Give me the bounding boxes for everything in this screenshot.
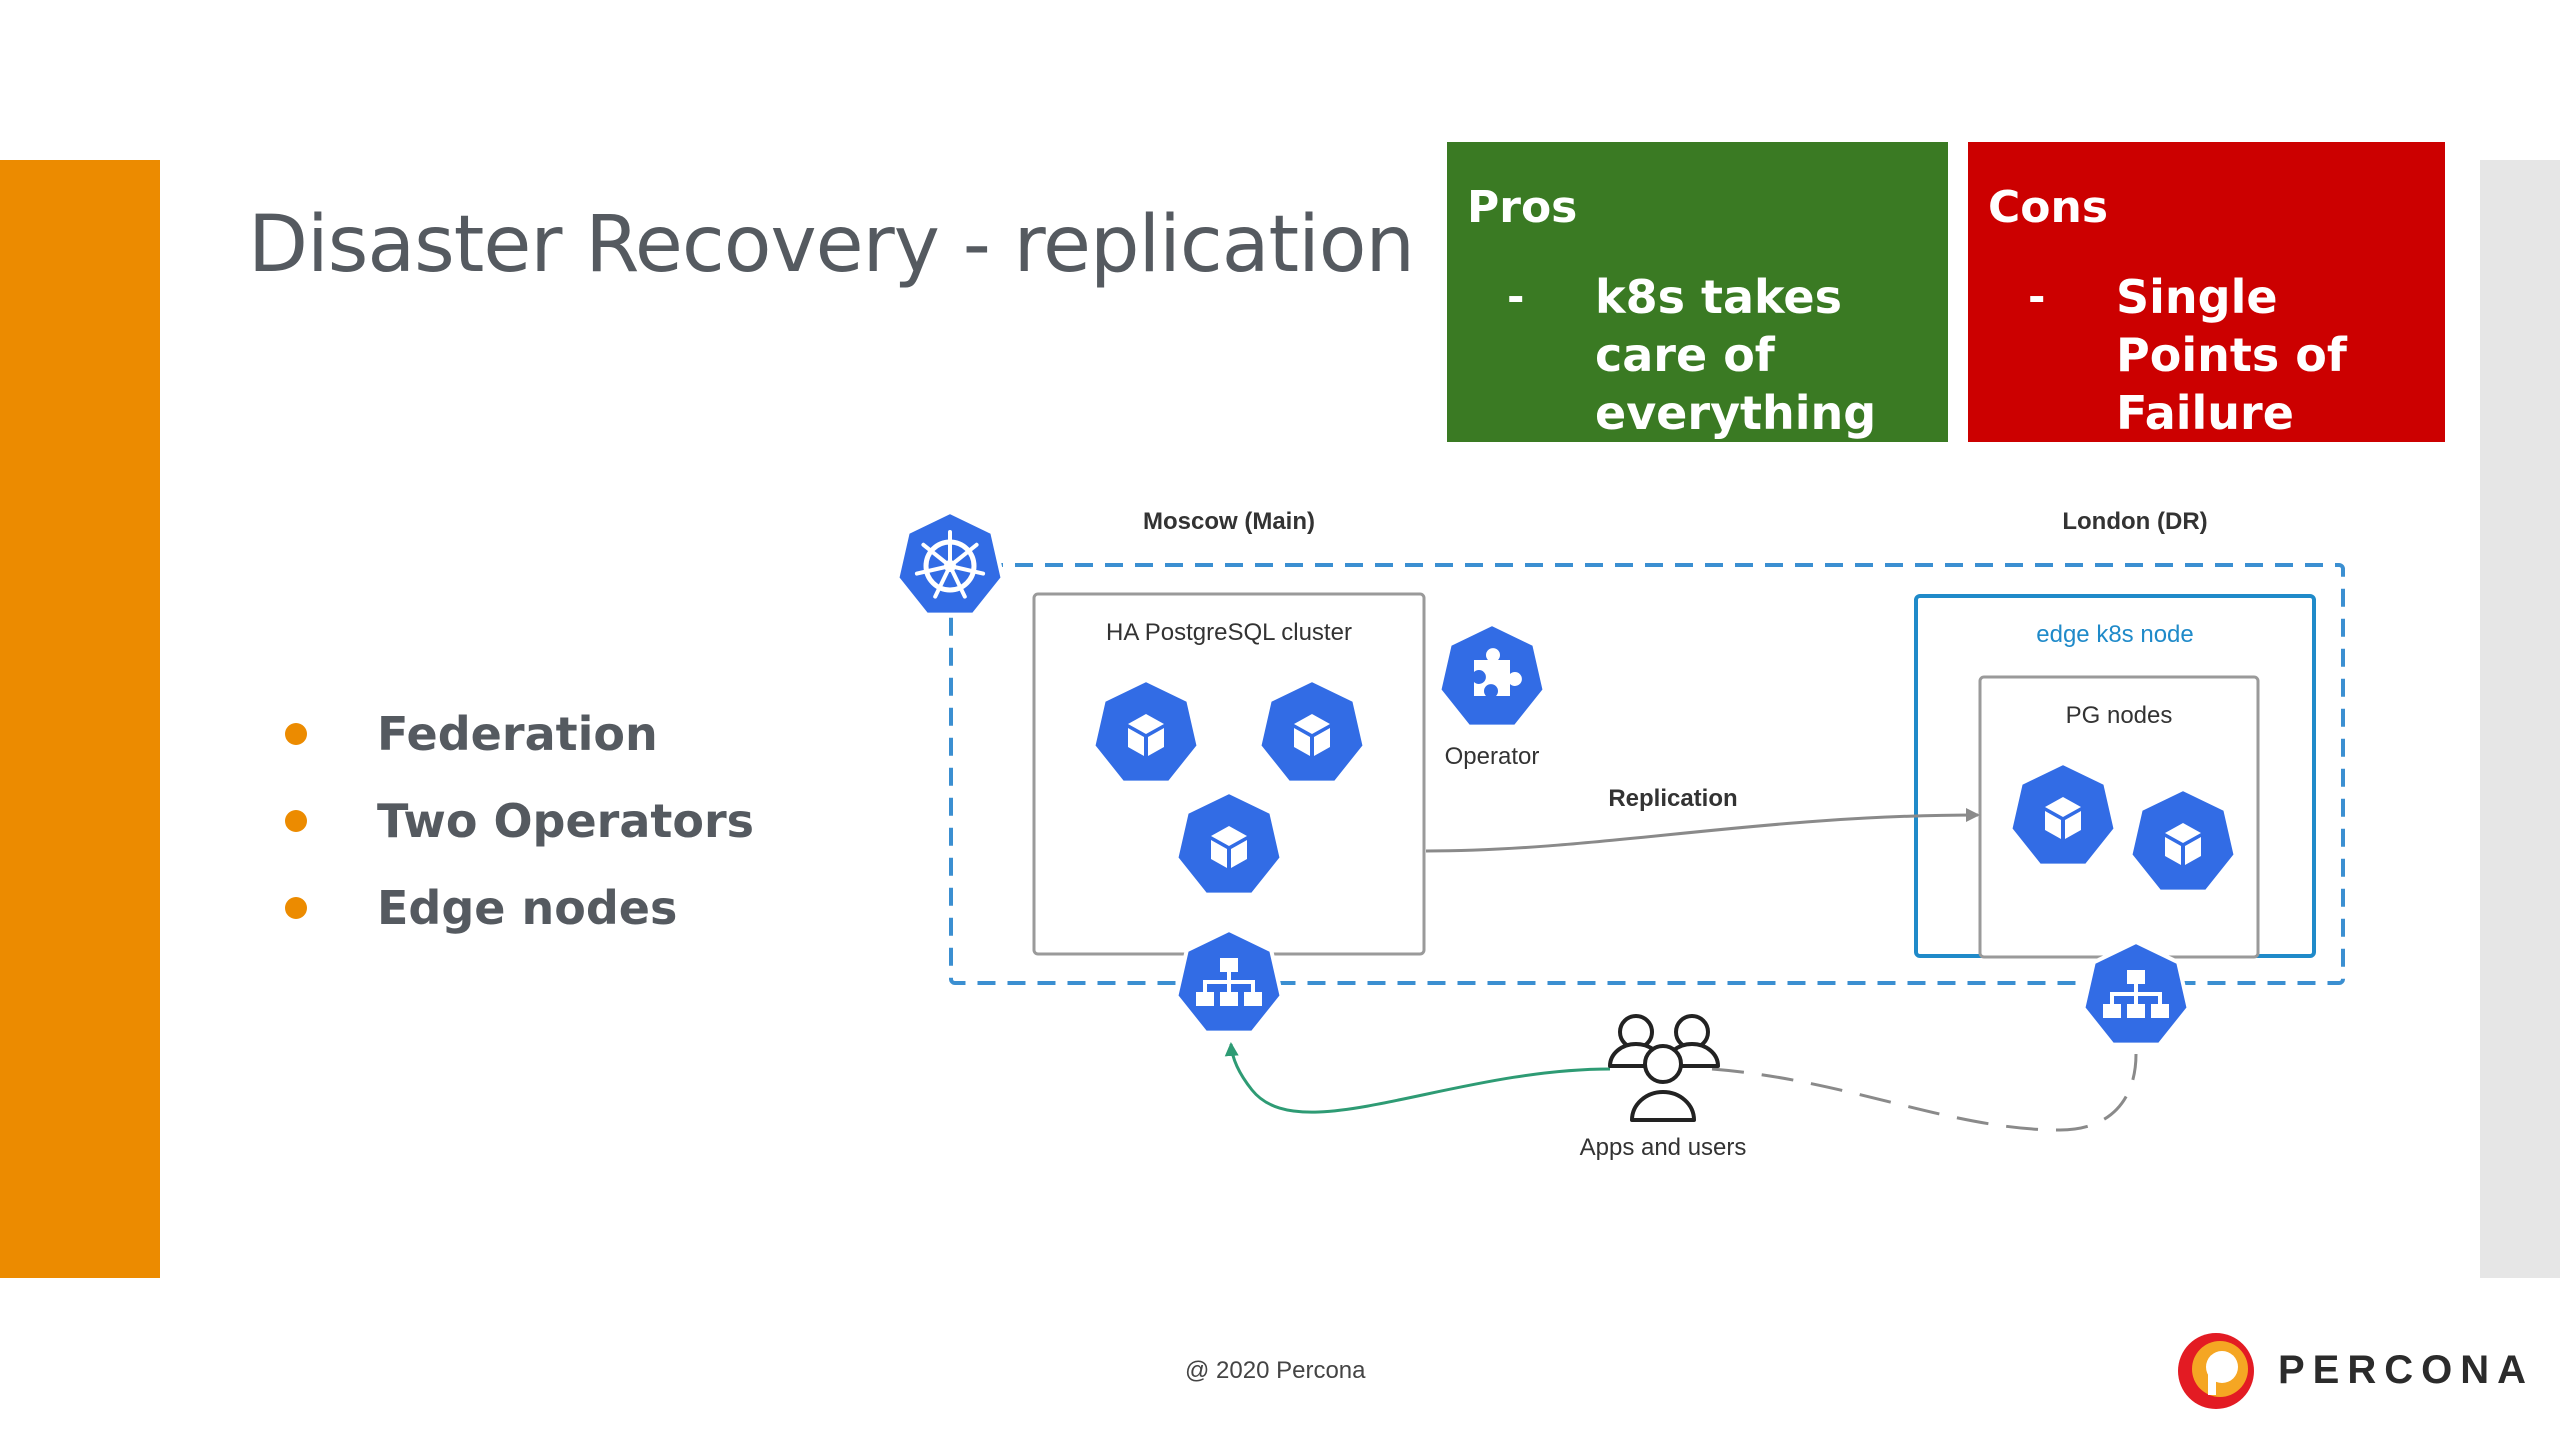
edge-node-label: edge k8s node (2036, 621, 2193, 648)
replication-arrow (1425, 808, 1980, 853)
cons-text: Single Points of Failure (2116, 270, 2347, 440)
bullet-dot (285, 722, 307, 745)
london-label: London (DR) (2062, 508, 2207, 535)
bullet-item: Edge nodes (285, 864, 754, 951)
pros-dash: - (1507, 272, 1525, 321)
users-to-moscow-link (1224, 1042, 1611, 1114)
slide-title: Disaster Recovery - replication (248, 200, 1415, 290)
replication-label: Replication (1608, 785, 1737, 812)
bullet-text: Two Operators (377, 793, 755, 848)
pros-text: k8s takes care of everything (1595, 270, 1877, 440)
ha-cluster-box (1032, 592, 1426, 956)
bullet-item: Federation (285, 690, 754, 777)
cons-dash: - (2028, 272, 2046, 321)
percona-logo-icon (2178, 1333, 2254, 1409)
pg-nodes-label: PG nodes (2066, 702, 2173, 729)
apps-users-label: Apps and users (1580, 1134, 1747, 1161)
bullet-dot (285, 896, 307, 919)
footer-copyright: @ 2020 Percona (1185, 1357, 1366, 1384)
users-icon (1608, 1014, 1720, 1122)
accent-bar-left (0, 160, 160, 1278)
cons-heading: Cons (1988, 182, 2109, 233)
percona-wordmark: PERCONA (2278, 1348, 2535, 1392)
pros-box: Pros - k8s takes care of everything (1447, 142, 1948, 442)
moscow-label: Moscow (Main) (1143, 508, 1315, 535)
federation-boundary (949, 563, 2345, 985)
operator-label: Operator (1445, 743, 1540, 770)
operator-puzzle-icon (1437, 622, 1547, 729)
bullet-item: Two Operators (285, 777, 754, 864)
bullet-text: Edge nodes (377, 880, 678, 935)
bullet-dot (285, 809, 307, 832)
cons-box: Cons - Single Points of Failure (1968, 142, 2445, 442)
bullet-text: Federation (377, 706, 658, 761)
bullet-list: Federation Two Operators Edge nodes (285, 690, 754, 951)
ha-cluster-label: HA PostgreSQL cluster (1106, 619, 1352, 646)
kubernetes-wheel-icon (895, 510, 1005, 617)
pros-heading: Pros (1467, 182, 1578, 233)
accent-bar-right (2480, 160, 2560, 1278)
users-to-london-link (1711, 1053, 2138, 1132)
